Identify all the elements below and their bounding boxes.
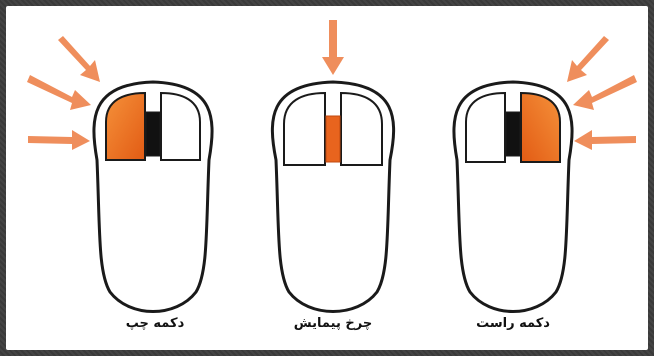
scroll-wheel (506, 112, 520, 156)
right-button-label: دکمه راست (476, 316, 550, 331)
mouse-right-button-icon (454, 82, 572, 312)
mouse-scroll-wheel-icon (272, 82, 393, 312)
scroll-wheel-label: چرخ پیمایش (294, 316, 372, 331)
left-button-label: دکمه چپ (126, 316, 185, 331)
right-button-highlight (521, 93, 560, 162)
mouse-left-button-icon (94, 82, 212, 312)
left-button-highlight (106, 93, 145, 160)
arrow-icon (322, 20, 344, 75)
arrow-icon (27, 36, 100, 150)
arrow-icon (567, 36, 637, 150)
scroll-wheel (146, 112, 160, 156)
scroll-wheel-highlight (326, 116, 340, 162)
